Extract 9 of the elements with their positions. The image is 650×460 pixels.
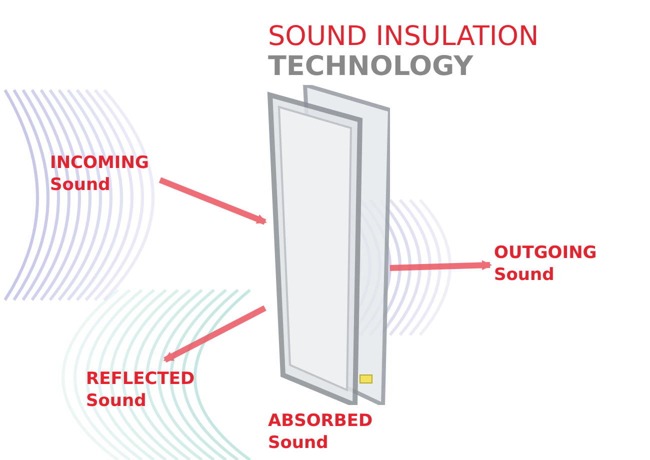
callout-label: INCOMING Sound [50,152,158,196]
arrow [158,177,267,225]
arrow [390,260,492,271]
callout-label: OUTGOING Sound [494,242,602,286]
callout-label: ABSORBED Sound [268,410,374,454]
callout-label: REFLECTED Sound [86,368,194,412]
window-drawing [265,85,390,405]
arrow [163,305,266,363]
title: SOUND INSULATION TECHNOLOGY [268,22,540,82]
